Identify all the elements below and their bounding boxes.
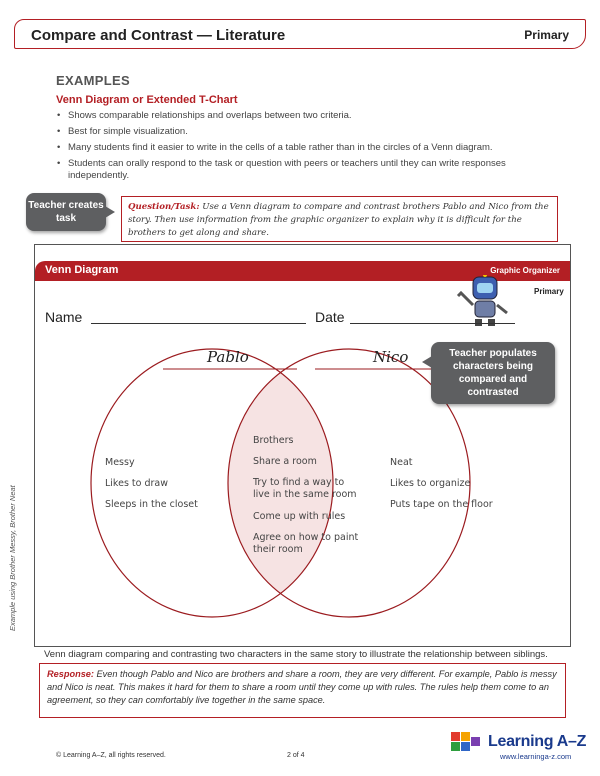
venn-title-bar: Venn Diagram Graphic Organizer [35, 261, 570, 281]
example-source-note: Example using Brother Messy, Brother Nea… [8, 485, 17, 631]
page-header: Compare and Contrast — Literature Primar… [14, 19, 586, 49]
overlap-region [228, 349, 333, 617]
teacher-task-callout: Teacher creates task [26, 193, 115, 231]
right-item: Likes to organize [390, 478, 471, 489]
examples-bullet-list: Shows comparable relationships and overl… [56, 110, 566, 186]
right-circle [227, 348, 471, 618]
bullet-item: Shows comparable relationships and overl… [56, 110, 566, 122]
teacher-populates-callout: Teacher populates characters being compa… [422, 342, 555, 404]
bullet-item: Best for simple visualization. [56, 126, 566, 138]
robot-mascot-icon [456, 275, 508, 326]
bullet-item: Many students find it easier to write in… [56, 142, 566, 154]
task-text: Use a Venn diagram to compare and contra… [128, 202, 549, 238]
venn-caption: Venn diagram comparing and contrasting t… [44, 649, 548, 660]
date-write-line [350, 323, 515, 324]
response-label: Response: [47, 669, 94, 679]
overlap-item: Come up with rules [253, 511, 346, 522]
right-item: Neat [390, 457, 413, 468]
overlap-item: Share a room [253, 456, 317, 467]
right-character-name: Nico [372, 348, 408, 366]
response-text: Even though Pablo and Nico are brothers … [47, 669, 557, 705]
response-box: Response: Even though Pablo and Nico are… [39, 663, 566, 718]
brand-name: Learning A–Z [488, 733, 587, 750]
question-task-box: Question/Task: Use a Venn diagram to com… [121, 196, 558, 242]
examples-heading: EXAMPLES [56, 73, 130, 88]
level-label: Primary [524, 28, 569, 42]
right-item: Puts tape on the floor [390, 499, 493, 510]
copyright-text: © Learning A–Z, all rights reserved. [56, 752, 166, 759]
left-character-name: Pablo [206, 348, 249, 366]
left-item: Sleeps in the closet [105, 499, 198, 510]
overlap-item: Agree on how to paint their room [253, 532, 359, 555]
bullet-item: Students can orally respond to the task … [56, 158, 566, 182]
learning-az-logo-icon [451, 732, 480, 751]
name-label: Name [45, 309, 83, 325]
date-label: Date [315, 309, 345, 325]
brand-url[interactable]: www.learninga-z.com [500, 752, 572, 761]
examples-subheading: Venn Diagram or Extended T-Chart [56, 94, 238, 106]
graphic-organizer-label: Graphic Organizer [490, 266, 560, 275]
page-title: Compare and Contrast — Literature [31, 27, 286, 44]
overlap-item: Try to find a way to live in the same ro… [253, 477, 357, 500]
task-label: Question/Task: [128, 202, 200, 212]
left-circle [90, 348, 334, 618]
venn-circles: Pablo Nico [90, 348, 471, 618]
venn-level-label: Primary [534, 287, 564, 296]
page-number: 2 of 4 [287, 752, 305, 759]
left-item: Likes to draw [105, 478, 168, 489]
venn-diagram-panel: Venn Diagram Graphic Organizer Primary N… [34, 244, 571, 647]
venn-title: Venn Diagram [45, 264, 119, 276]
name-write-line [91, 323, 306, 324]
left-item: Messy [105, 457, 135, 468]
overlap-item: Brothers [253, 435, 294, 446]
